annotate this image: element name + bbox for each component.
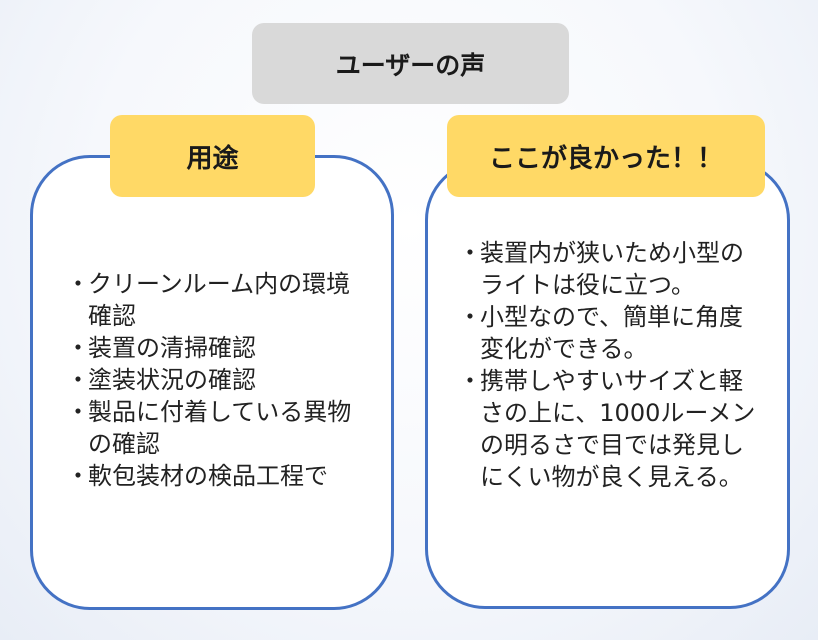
list-item: ・ 軟包装材の検品工程で (66, 460, 366, 492)
bullet-mark: ・ (458, 239, 482, 267)
usage-card (30, 155, 394, 610)
page-title-text: ユーザーの声 (335, 50, 486, 80)
bullet-mark: ・ (66, 334, 90, 362)
list-item: ・ 塗装状況の確認 (66, 364, 366, 396)
list-item: ・ 携帯しやすいサイズと軽さの上に、1000ルーメンの明るさで目では発見しにくい… (458, 365, 758, 493)
list-item-text: 装置の清掃確認 (88, 334, 256, 362)
list-item-text: 装置内が狭いため小型のライトは役に立つ。 (480, 239, 744, 299)
usage-label: 用途 (110, 115, 315, 197)
page-title: ユーザーの声 (252, 23, 569, 104)
list-item: ・ クリーンルーム内の環境確認 (66, 268, 366, 332)
bullet-mark: ・ (458, 303, 482, 331)
list-item-text: 小型なので、簡単に角度変化ができる。 (480, 303, 744, 363)
list-item-text: 携帯しやすいサイズと軽さの上に、1000ルーメンの明るさで目では発見しにくい物が… (480, 367, 756, 491)
list-item-text: 軟包装材の検品工程で (88, 462, 328, 490)
bullet-mark: ・ (66, 462, 90, 490)
list-item-text: 塗装状況の確認 (88, 366, 256, 394)
list-item: ・ 装置内が狭いため小型のライトは役に立つ。 (458, 237, 758, 301)
list-item: ・ 小型なので、簡単に角度変化ができる。 (458, 301, 758, 365)
bullet-mark: ・ (66, 270, 90, 298)
feedback-label: ここが良かった！！ (447, 115, 765, 197)
usage-list: ・ クリーンルーム内の環境確認 ・ 装置の清掃確認 ・ 塗装状況の確認 ・ 製品… (66, 268, 366, 492)
list-item: ・ 装置の清掃確認 (66, 332, 366, 364)
bullet-mark: ・ (458, 367, 482, 395)
feedback-label-text: ここが良かった！！ (488, 143, 723, 174)
feedback-list: ・ 装置内が狭いため小型のライトは役に立つ。 ・ 小型なので、簡単に角度変化がで… (458, 237, 758, 493)
list-item-text: クリーンルーム内の環境確認 (88, 270, 351, 330)
list-item-text: 製品に付着している異物の確認 (88, 398, 352, 458)
bullet-mark: ・ (66, 398, 90, 426)
feedback-card (425, 160, 790, 609)
usage-label-text: 用途 (186, 143, 239, 174)
list-item: ・ 製品に付着している異物の確認 (66, 396, 366, 460)
bullet-mark: ・ (66, 366, 90, 394)
